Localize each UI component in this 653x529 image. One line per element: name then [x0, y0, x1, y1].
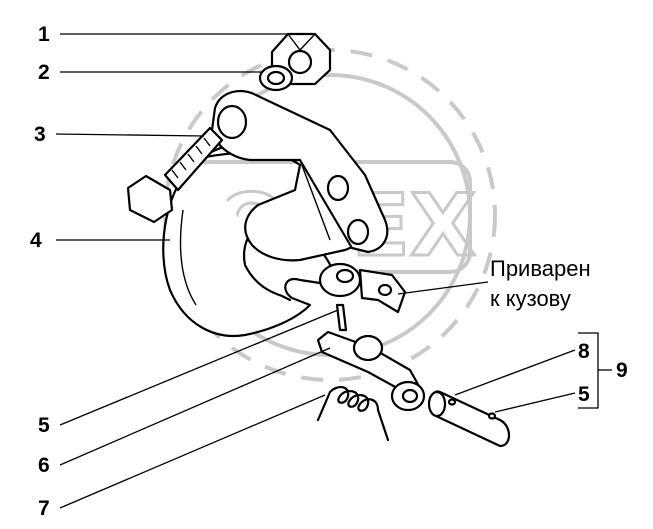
callout-5-bottom: 5: [578, 383, 590, 406]
annotation-line-2: к кузову: [490, 286, 571, 311]
lock-washer-part: [258, 64, 294, 92]
latch-lever-part: [316, 330, 426, 412]
callout-6: 6: [38, 454, 50, 477]
callout-4: 4: [30, 229, 42, 252]
spring-part: [316, 386, 390, 442]
annotation-line-1: Приварен: [490, 256, 591, 281]
callout-3: 3: [34, 123, 46, 146]
small-pin-part: [335, 303, 348, 332]
callout-9: 9: [616, 359, 628, 382]
callout-1: 1: [38, 23, 50, 46]
callout-7: 7: [38, 497, 50, 520]
callout-8: 8: [578, 340, 590, 363]
bolt-part: [126, 126, 224, 224]
callout-2: 2: [38, 61, 50, 84]
pivot-pin-part: [427, 390, 511, 448]
latch-collar-part: [318, 262, 407, 314]
callout-5-top: 5: [38, 414, 50, 437]
leader-lines: [55, 33, 612, 509]
mounting-plate-part: [210, 90, 389, 254]
